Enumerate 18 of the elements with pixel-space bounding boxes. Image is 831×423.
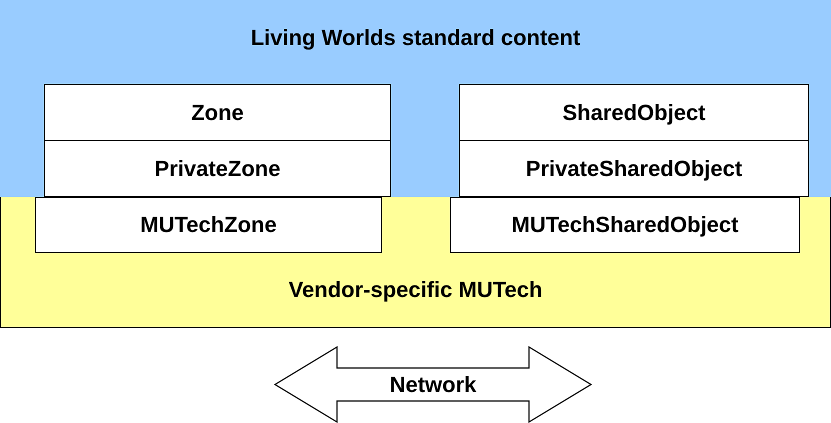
component-label: PrivateZone (154, 156, 282, 182)
component-box (459, 140, 809, 197)
component-label: Zone (190, 100, 245, 126)
layer-title: Vendor-specific MUTech (288, 277, 544, 303)
component-box (44, 84, 391, 141)
component-label: SharedObject (561, 100, 707, 126)
component-label: MUTechSharedObject (510, 212, 740, 238)
component-box (44, 140, 391, 197)
component-label: PrivateSharedObject (524, 156, 744, 182)
layer-title: Living Worlds standard content (250, 25, 582, 51)
layer-band (0, 197, 831, 328)
component-box (450, 197, 800, 253)
component-box (459, 84, 809, 141)
component-box (35, 197, 382, 253)
layer-band (0, 0, 831, 197)
arrow-label: Network (388, 372, 478, 398)
component-label: MUTechZone (139, 212, 278, 238)
double-arrow-shape (274, 346, 592, 423)
